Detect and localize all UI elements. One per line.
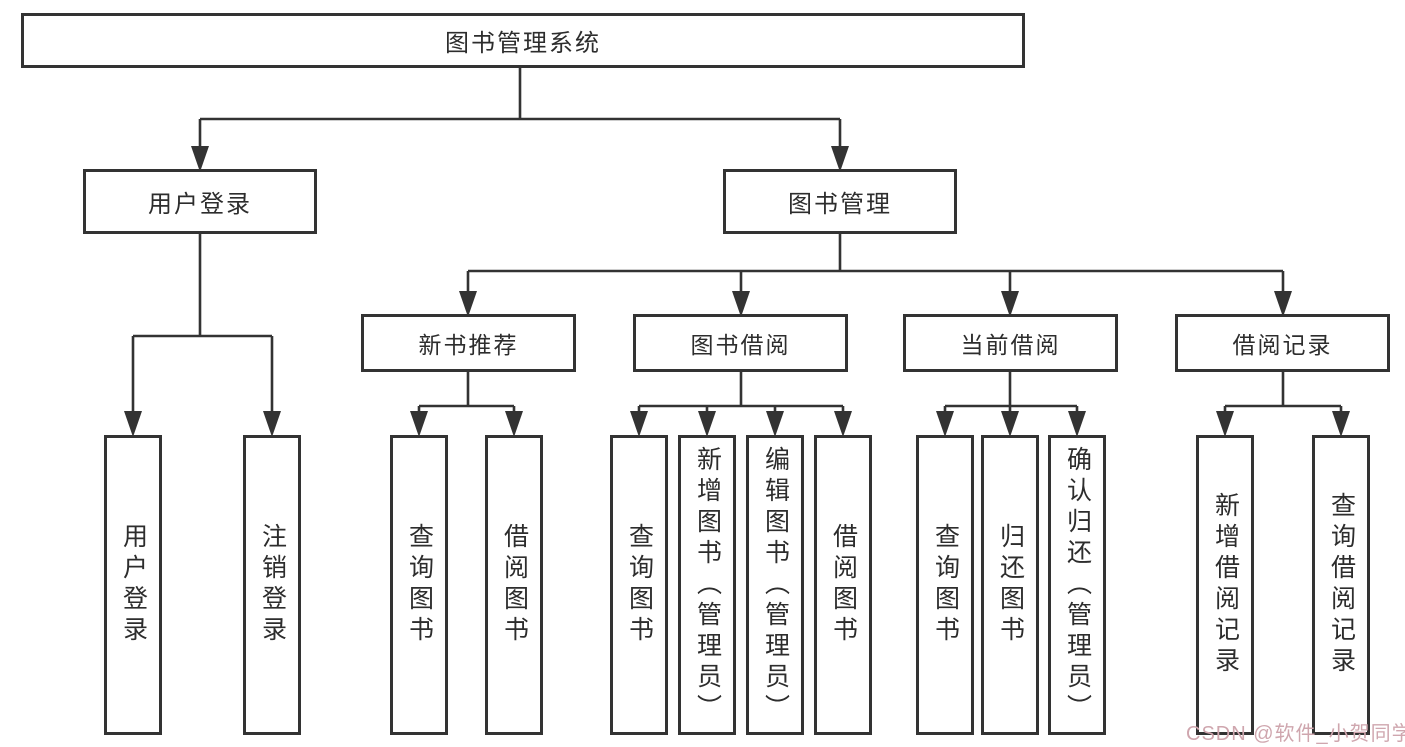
node-root: 图书管理系统: [21, 13, 1025, 68]
leaf-borrow-query-books: 查询图书: [610, 435, 668, 735]
leaf-borrow-books: 借阅图书: [814, 435, 872, 735]
csdn-watermark: CSDN @软件_小贺同学: [1186, 723, 1405, 745]
node-user-login: 用户登录: [83, 169, 317, 234]
leaf-return-books: 归还图书: [981, 435, 1039, 735]
leaf-query-borrow-record: 查询借阅记录: [1312, 435, 1370, 735]
connector-new-book-recommend: [417, 372, 516, 413]
arrowheads-new-book-recommend: [410, 411, 523, 437]
connector-book-management: [466, 234, 1285, 293]
leaf-add-borrow-record: 新增借阅记录: [1196, 435, 1254, 735]
arrowheads-book-borrow: [630, 411, 852, 437]
connector-book-borrow: [637, 372, 845, 413]
connector-current-borrow: [943, 372, 1079, 413]
arrowheads-level3: [459, 291, 1292, 317]
leaf-logout: 注销登录: [243, 435, 301, 735]
leaf-recommend-query-books: 查询图书: [390, 435, 448, 735]
node-book-management: 图书管理: [723, 169, 957, 234]
node-current-borrow: 当前借阅: [903, 314, 1118, 372]
arrowheads-current-borrow: [936, 411, 1086, 437]
connector-borrow-records: [1223, 372, 1343, 413]
leaf-recommend-borrow-books: 借阅图书: [485, 435, 543, 735]
connector-root-to-level2: [198, 68, 842, 148]
connector-user-login: [131, 234, 274, 413]
node-new-book-recommend: 新书推荐: [361, 314, 576, 372]
leaf-edit-books-admin: 编辑图书（管理员）: [746, 435, 804, 735]
arrowheads-user-login: [124, 411, 281, 437]
leaf-add-books-admin: 新增图书（管理员）: [678, 435, 736, 735]
node-book-borrow: 图书借阅: [633, 314, 848, 372]
leaf-user-login: 用户登录: [104, 435, 162, 735]
node-borrow-records: 借阅记录: [1175, 314, 1390, 372]
leaf-confirm-return-admin: 确认归还（管理员）: [1048, 435, 1106, 735]
arrowheads-borrow-records: [1216, 411, 1350, 437]
leaf-current-query-books: 查询图书: [916, 435, 974, 735]
